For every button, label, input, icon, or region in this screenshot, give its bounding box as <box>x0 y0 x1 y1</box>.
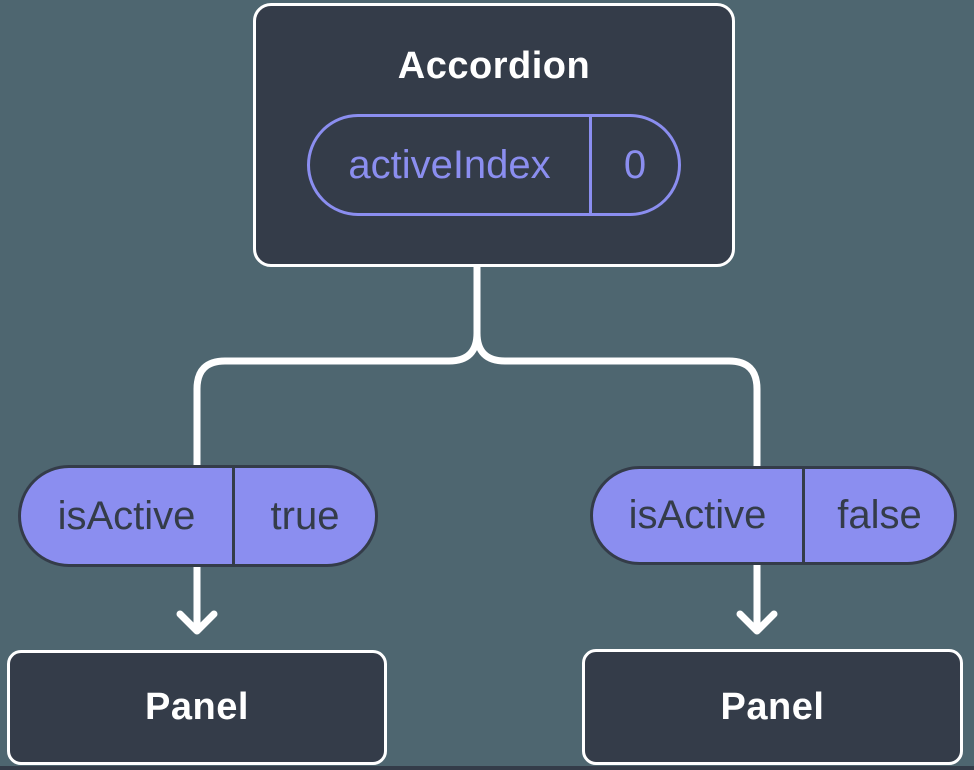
panel-node-left: Panel <box>7 650 387 765</box>
pill-divider <box>589 117 592 213</box>
pill-divider <box>802 469 805 562</box>
panel-node-title: Panel <box>720 685 825 728</box>
arrowhead-left-icon <box>176 610 218 635</box>
tree-edge-left <box>193 263 481 634</box>
prop-value-label: true <box>270 493 340 538</box>
prop-pill-isactive-false: isActive false <box>590 466 957 565</box>
pill-divider <box>232 468 235 564</box>
state-name-label: activeIndex <box>348 142 551 187</box>
arrowhead-right-icon <box>736 610 778 635</box>
prop-pill-isactive-true: isActive true <box>18 465 378 567</box>
bottom-edge-strip <box>0 766 974 770</box>
state-value-label: 0 <box>623 142 647 187</box>
panel-node-title: Panel <box>145 686 249 728</box>
prop-name-label: isActive <box>57 493 196 538</box>
accordion-node: Accordion activeIndex 0 <box>253 3 735 267</box>
tree-edge-right <box>473 263 761 634</box>
panel-node-right: Panel <box>582 649 963 765</box>
prop-value-label: false <box>837 493 922 537</box>
prop-name-label: isActive <box>628 493 767 537</box>
accordion-node-title: Accordion <box>397 45 591 87</box>
state-pill-activeindex: activeIndex 0 <box>307 114 681 216</box>
